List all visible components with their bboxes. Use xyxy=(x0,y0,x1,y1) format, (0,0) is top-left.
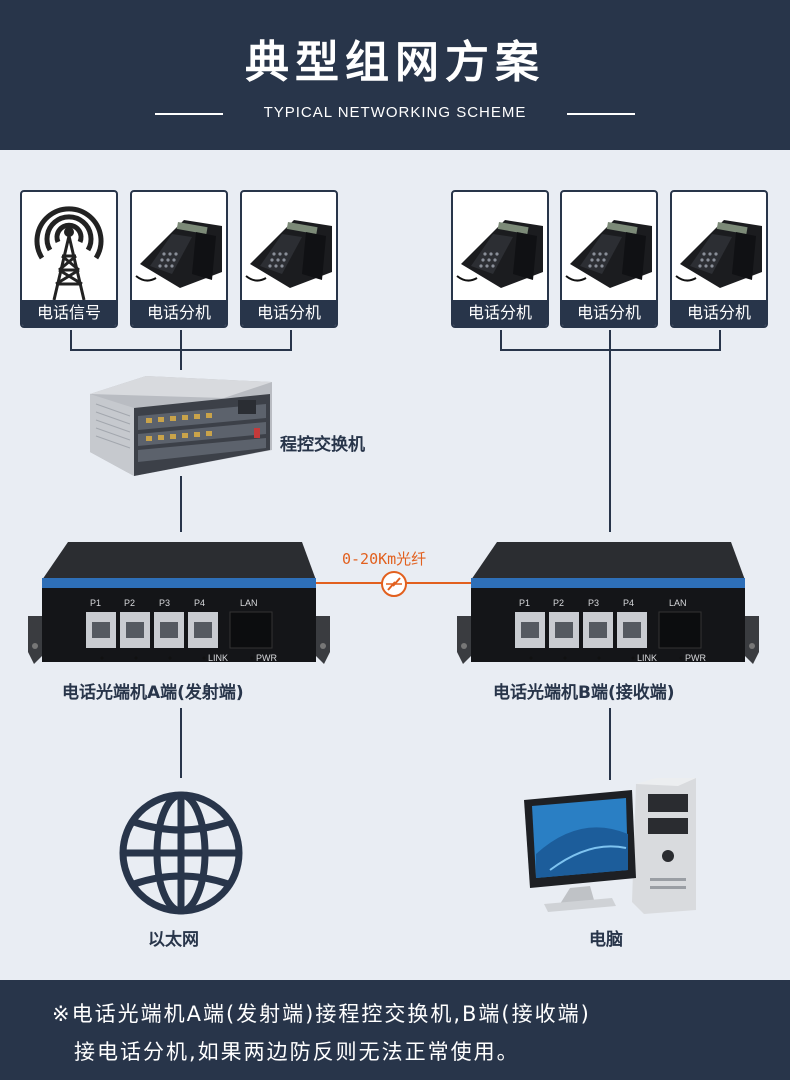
connector-line xyxy=(180,708,182,778)
card-phone-signal: 电话信号 xyxy=(20,190,118,328)
port-label: P3 xyxy=(588,598,599,608)
connector-line xyxy=(500,330,502,350)
ethernet-label: 以太网 xyxy=(148,930,199,950)
telephone-icon xyxy=(456,220,543,288)
link-label: LINK xyxy=(637,653,657,663)
lan-label: LAN xyxy=(240,598,258,608)
card-label: 电话分机 xyxy=(562,300,656,326)
connector-line xyxy=(719,330,721,350)
port-label: P3 xyxy=(159,598,170,608)
pwr-label: PWR xyxy=(256,653,277,663)
port-label: P2 xyxy=(124,598,135,608)
computer-icon xyxy=(524,778,696,914)
card-extension-phone: 电话分机 xyxy=(670,190,768,328)
footer-note-line-1: ※电话光端机A端(发射端)接程控交换机,B端(接收端) xyxy=(52,1002,591,1026)
card-extension-phone: 电话分机 xyxy=(560,190,658,328)
port-label: P1 xyxy=(90,598,101,608)
card-extension-phone: 电话分机 xyxy=(130,190,228,328)
card-label: 电话信号 xyxy=(22,300,116,326)
connector-line xyxy=(500,349,721,351)
pwr-label: PWR xyxy=(685,653,706,663)
optical-terminal-b: P1 P2 P3 P4 LAN LINK PWR xyxy=(457,542,759,664)
card-label: 电话分机 xyxy=(132,300,226,326)
telephone-icon xyxy=(565,220,652,288)
card-extension-phone: 电话分机 xyxy=(451,190,549,328)
connector-line xyxy=(70,349,292,351)
subtitle-left-rule xyxy=(155,113,223,115)
footer-note-line-2: 接电话分机,如果两边防反则无法正常使用。 xyxy=(74,1040,520,1064)
telephone-icon xyxy=(135,220,222,288)
port-label: P4 xyxy=(623,598,634,608)
telephone-icon xyxy=(245,220,332,288)
pbx-switch-label: 程控交换机 xyxy=(280,435,365,455)
device-b-label: 电话光端机B端(接收端) xyxy=(493,683,675,703)
device-a-label: 电话光端机A端(发射端) xyxy=(62,683,244,703)
port-labels: P1 P2 P3 P4 LAN LINK PWR xyxy=(90,598,277,663)
fiber-break-icon xyxy=(381,571,407,597)
port-label: P2 xyxy=(553,598,564,608)
footer-note-panel: ※电话光端机A端(发射端)接程控交换机,B端(接收端) 接电话分机,如果两边防反… xyxy=(0,980,790,1080)
signal-tower-icon xyxy=(34,206,104,301)
connector-line xyxy=(290,330,292,350)
globe-icon xyxy=(119,791,243,915)
pbx-switch-icon xyxy=(90,376,272,476)
optical-terminal-a: P1 P2 P3 P4 LAN LINK PWR xyxy=(28,542,330,664)
page-subtitle: TYPICAL NETWORKING SCHEME xyxy=(263,104,527,121)
connector-line xyxy=(70,330,72,350)
card-label: 电话分机 xyxy=(672,300,766,326)
port-labels: P1 P2 P3 P4 LAN LINK PWR xyxy=(519,598,706,663)
connector-line xyxy=(609,330,611,532)
card-label: 电话分机 xyxy=(242,300,336,326)
port-label: P1 xyxy=(519,598,530,608)
link-label: LINK xyxy=(208,653,228,663)
connector-line xyxy=(609,708,611,780)
computer-label: 电脑 xyxy=(589,930,623,950)
card-label: 电话分机 xyxy=(453,300,547,326)
card-extension-phone: 电话分机 xyxy=(240,190,338,328)
fiber-label: 0-20Km光纤 xyxy=(342,550,427,568)
connector-line xyxy=(180,476,182,532)
lan-label: LAN xyxy=(669,598,687,608)
page-title: 典型组网方案 xyxy=(245,37,545,88)
telephone-icon xyxy=(675,220,762,288)
subtitle-right-rule xyxy=(567,113,635,115)
header-banner: 典型组网方案 TYPICAL NETWORKING SCHEME xyxy=(0,0,790,150)
port-label: P4 xyxy=(194,598,205,608)
